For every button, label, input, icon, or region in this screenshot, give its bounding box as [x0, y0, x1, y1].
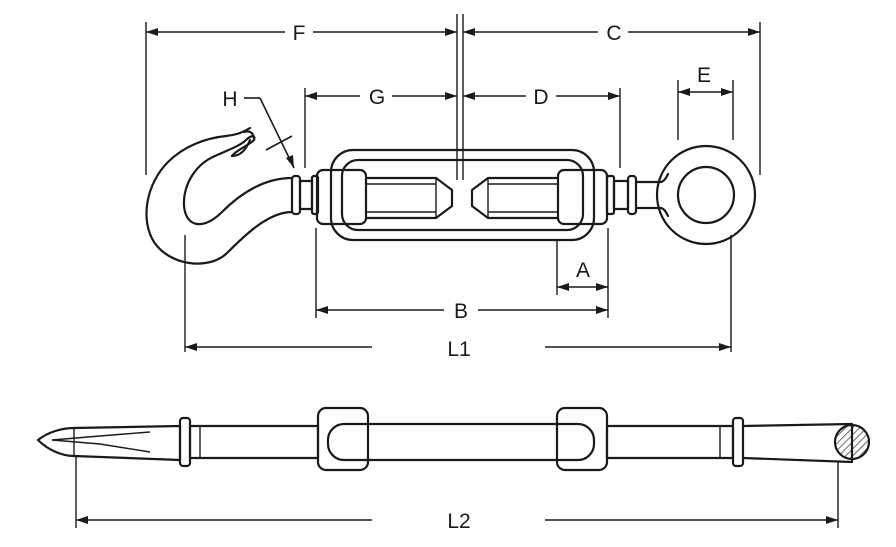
- hook-shank: [290, 174, 320, 216]
- dimension-labels: F C H G D E A B L1 L2: [222, 22, 711, 533]
- label-E: E: [697, 64, 711, 87]
- turnbuckle-top-view: [145, 14, 761, 352]
- label-B: B: [454, 300, 468, 323]
- label-L2: L2: [447, 510, 470, 533]
- turnbuckle-side-view: [36, 406, 871, 472]
- eye-end: [655, 144, 757, 246]
- label-D: D: [533, 86, 548, 109]
- label-C: C: [606, 22, 621, 45]
- dimension-lines-bottom: [75, 456, 839, 528]
- hook-end: [145, 126, 294, 265]
- label-G: G: [369, 86, 385, 109]
- label-A: A: [576, 259, 590, 282]
- label-L1: L1: [447, 338, 470, 361]
- turnbuckle-body: [315, 148, 609, 242]
- eye-shank: [605, 172, 670, 218]
- label-H: H: [222, 88, 237, 111]
- dimension-lines-top: [146, 28, 760, 351]
- label-F: F: [293, 22, 306, 45]
